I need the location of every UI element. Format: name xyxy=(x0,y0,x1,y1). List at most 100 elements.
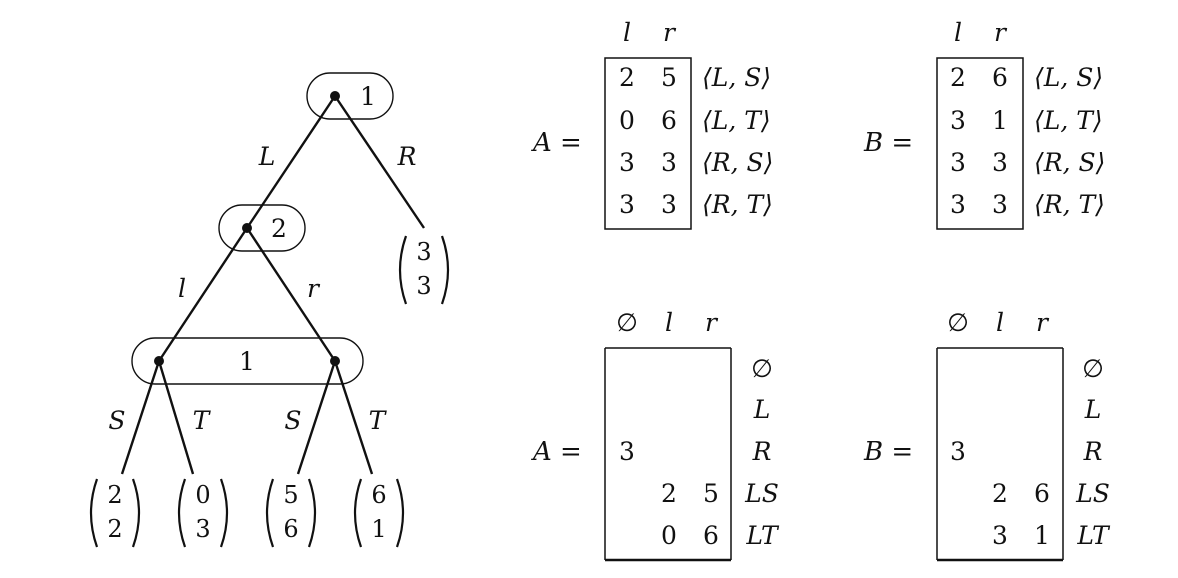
strategic-A-row-label: ⟨R, T⟩ xyxy=(702,190,773,219)
player2-label: 2 xyxy=(271,214,287,243)
information-set-box xyxy=(131,337,364,385)
payoff-lT-top: 0 xyxy=(195,481,210,509)
root-player-label: 1 xyxy=(360,82,376,111)
strategic-A-cell: 3 xyxy=(661,190,677,219)
payoff-lT-right-paren xyxy=(219,478,229,548)
edge-S-right xyxy=(296,360,337,475)
edge-label-l: l xyxy=(178,274,186,303)
strategic-A-col-l: l xyxy=(623,18,631,47)
payoff-lT-left-paren xyxy=(177,478,187,548)
payoff-rS-top: 5 xyxy=(283,481,298,509)
edge-label-R: R xyxy=(397,142,417,171)
strategic-B-row-label: ⟨R, S⟩ xyxy=(1034,148,1105,177)
sequence-B-col-r: r xyxy=(1036,308,1050,337)
sequence-matrix-B: B = ∅ l r 3 2 6 3 1 ∅ L R LS LT xyxy=(863,308,1111,562)
sequence-A-row-L: L xyxy=(753,395,771,424)
payoff-R-top: 3 xyxy=(416,238,431,266)
edge-T-right xyxy=(333,360,374,475)
strategic-A-col-r: r xyxy=(663,18,677,47)
sequence-A-row-empty: ∅ xyxy=(751,354,773,383)
sequence-B-cell: 2 xyxy=(992,479,1008,508)
strategic-A-cell: 5 xyxy=(661,63,677,92)
info-node-left xyxy=(154,356,164,366)
strategic-B-box xyxy=(936,57,1024,230)
edge-label-S-right: S xyxy=(284,406,301,435)
sequence-B-cell: 6 xyxy=(1034,479,1050,508)
player2-node xyxy=(242,223,252,233)
strategic-B-cell: 3 xyxy=(950,190,966,219)
edge-R xyxy=(334,95,425,229)
sequence-A-cell: 3 xyxy=(619,437,635,466)
edge-label-S-left: S xyxy=(108,406,125,435)
edge-l xyxy=(157,227,249,362)
strategic-A-cell: 3 xyxy=(619,190,635,219)
strategic-A-box xyxy=(604,57,692,230)
payoff-lS-bottom: 2 xyxy=(107,515,122,543)
strategic-B-row-label: ⟨R, T⟩ xyxy=(1034,190,1105,219)
sequence-B-label: B = xyxy=(863,437,913,467)
root-node-box xyxy=(306,72,394,120)
sequence-A-cell: 0 xyxy=(661,521,677,550)
strategic-B-col-r: r xyxy=(994,18,1008,47)
sequence-A-row-LS: LS xyxy=(744,479,779,508)
strategic-B-cell: 3 xyxy=(950,106,966,135)
sequence-A-row-R: R xyxy=(752,437,772,466)
sequence-B-col-l: l xyxy=(996,308,1004,337)
sequence-matrix-A: A = ∅ l r 3 2 5 0 6 ∅ L R LS LT xyxy=(531,308,780,562)
strategic-B-cell: 3 xyxy=(950,148,966,177)
strategic-matrix-A: A = l r 2 5 0 6 3 3 3 3 ⟨L, S⟩ ⟨L, T⟩ ⟨R… xyxy=(531,18,773,230)
root-node xyxy=(330,91,340,101)
payoff-lS-top: 2 xyxy=(107,481,122,509)
sequence-B-row-empty: ∅ xyxy=(1082,354,1104,383)
strategic-B-cell: 3 xyxy=(992,190,1008,219)
payoff-rT-bottom: 1 xyxy=(371,515,386,543)
edge-r xyxy=(245,227,337,362)
payoff-lS-right-paren xyxy=(131,478,141,548)
sequence-A-cell: 2 xyxy=(661,479,677,508)
payoff-R-right-paren xyxy=(440,235,450,305)
sequence-A-cell: 6 xyxy=(703,521,719,550)
strategic-B-label: B = xyxy=(863,128,913,158)
payoff-rT-top: 6 xyxy=(371,481,386,509)
sequence-A-box xyxy=(604,347,732,560)
edge-label-L: L xyxy=(258,142,276,171)
sequence-B-cell: 1 xyxy=(1034,521,1050,550)
sequence-B-row-LT: LT xyxy=(1076,521,1111,550)
strategic-A-row-label: ⟨L, S⟩ xyxy=(702,63,771,92)
sequence-A-col-empty: ∅ xyxy=(616,308,638,337)
strategic-A-row-label: ⟨L, T⟩ xyxy=(702,106,771,135)
strategic-A-cell: 3 xyxy=(661,148,677,177)
edge-label-T-right: T xyxy=(369,406,388,435)
payoff-R-bottom: 3 xyxy=(416,272,431,300)
edge-S-left xyxy=(120,360,161,475)
sequence-A-row-LT: LT xyxy=(745,521,780,550)
strategic-B-row-label: ⟨L, T⟩ xyxy=(1034,106,1103,135)
payoff-rT-right-paren xyxy=(395,478,405,548)
strategic-A-cell: 6 xyxy=(661,106,677,135)
sequence-A-col-l: l xyxy=(665,308,673,337)
info-set-player-label: 1 xyxy=(239,347,255,376)
game-tree xyxy=(120,72,425,475)
sequence-B-row-L: L xyxy=(1084,395,1102,424)
payoff-parentheses xyxy=(89,235,450,548)
sequence-A-cell: 5 xyxy=(703,479,719,508)
strategic-B-cell: 1 xyxy=(992,106,1008,135)
sequence-B-col-empty: ∅ xyxy=(947,308,969,337)
strategic-B-row-label: ⟨L, S⟩ xyxy=(1034,63,1103,92)
sequence-B-row-R: R xyxy=(1083,437,1103,466)
strategic-A-cell: 0 xyxy=(619,106,635,135)
info-node-right xyxy=(330,356,340,366)
payoff-rT-left-paren xyxy=(353,478,363,548)
strategic-A-cell: 3 xyxy=(619,148,635,177)
strategic-B-cell: 6 xyxy=(992,63,1008,92)
sequence-B-row-LS: LS xyxy=(1075,479,1110,508)
edge-label-T-left: T xyxy=(193,406,212,435)
edge-label-r: r xyxy=(307,274,321,303)
payoff-rS-right-paren xyxy=(307,478,317,548)
tree-nodes xyxy=(154,91,340,366)
strategic-matrix-B: B = l r 2 6 3 1 3 3 3 3 ⟨L, S⟩ ⟨L, T⟩ ⟨R… xyxy=(863,18,1105,230)
edge-L xyxy=(246,95,336,229)
sequence-A-label: A = xyxy=(531,437,582,467)
strategic-A-row-label: ⟨R, S⟩ xyxy=(702,148,773,177)
